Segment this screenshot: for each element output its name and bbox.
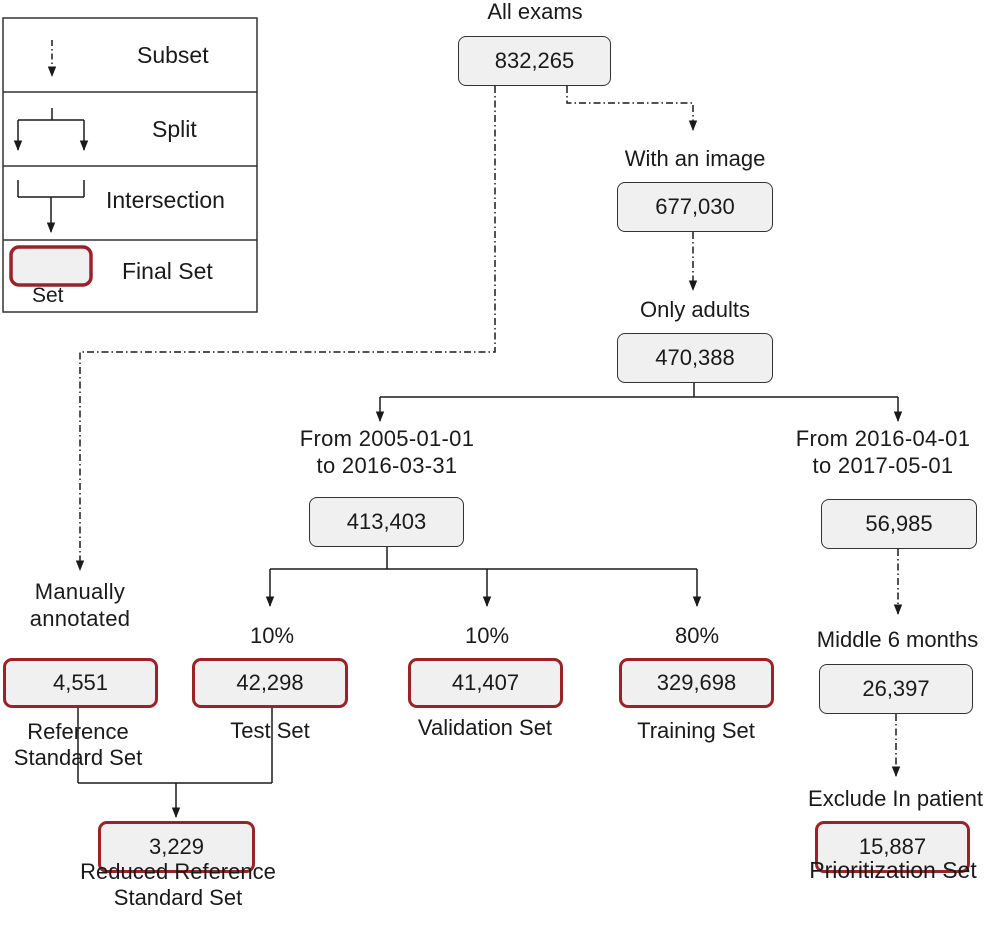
middle-six-months-label: Middle 6 months bbox=[816, 627, 979, 652]
legend-intersection-icon bbox=[17, 180, 85, 234]
period-b-box: 56,985 bbox=[821, 499, 977, 549]
middle-six-months-box: 26,397 bbox=[819, 664, 973, 714]
exclude-inpatient-label: Exclude In patient bbox=[808, 786, 983, 811]
training-set-name: Training Set bbox=[637, 718, 755, 743]
reference-standard-set-name-line2: Standard Set bbox=[13, 745, 143, 770]
edge-all-to-manual bbox=[75, 86, 496, 572]
reference-standard-set-box: 4,551 bbox=[3, 658, 158, 708]
reduced-reference-set-name-line1: Reduced Reference bbox=[80, 859, 276, 884]
validation-percent: 10% bbox=[464, 623, 510, 648]
validation-set-box: 41,407 bbox=[408, 658, 563, 708]
training-percent: 80% bbox=[674, 623, 720, 648]
with-image-label: With an image bbox=[624, 146, 766, 171]
manual-label-line2: annotated bbox=[29, 606, 131, 631]
legend-split-icon bbox=[13, 108, 89, 152]
legend-intersection-label: Intersection bbox=[106, 187, 225, 213]
legend-frame bbox=[2, 17, 258, 313]
legend-split-label: Split bbox=[152, 116, 197, 142]
legend-final-set-sublabel: Set bbox=[32, 284, 64, 307]
validation-set-name: Validation Set bbox=[417, 715, 553, 740]
test-percent: 10% bbox=[249, 623, 295, 648]
period-b-label-line2: to 2017-05-01 bbox=[812, 453, 954, 478]
reference-standard-set-name-line1: Reference bbox=[27, 719, 129, 744]
edge-all-to-image bbox=[566, 86, 698, 132]
legend-subset-label: Subset bbox=[137, 42, 209, 68]
period-a-label-line1: From 2005-01-01 bbox=[299, 426, 475, 451]
all-exams-box: 832,265 bbox=[458, 36, 611, 86]
training-set-box: 329,698 bbox=[619, 658, 774, 708]
prioritization-set-box: 15,887 bbox=[815, 821, 970, 873]
reduced-reference-set-name-line2: Standard Set bbox=[113, 885, 243, 910]
legend-final-set-icon bbox=[9, 245, 93, 287]
reduced-reference-set-box: 3,229 bbox=[98, 821, 255, 873]
test-set-name: Test Set bbox=[230, 718, 310, 743]
period-a-box: 413,403 bbox=[309, 497, 464, 547]
manual-label-line1: Manually bbox=[34, 579, 126, 604]
only-adults-box: 470,388 bbox=[617, 333, 773, 383]
all-exams-label: All exams bbox=[487, 0, 583, 24]
with-image-box: 677,030 bbox=[617, 182, 773, 232]
only-adults-label: Only adults bbox=[639, 297, 751, 322]
test-set-box: 42,298 bbox=[192, 658, 348, 708]
legend-final-set-label: Final Set bbox=[122, 258, 213, 284]
prioritization-set-name: Prioritization Set bbox=[809, 857, 977, 883]
period-a-label-line2: to 2016-03-31 bbox=[316, 453, 458, 478]
period-b-label-line1: From 2016-04-01 bbox=[795, 426, 971, 451]
